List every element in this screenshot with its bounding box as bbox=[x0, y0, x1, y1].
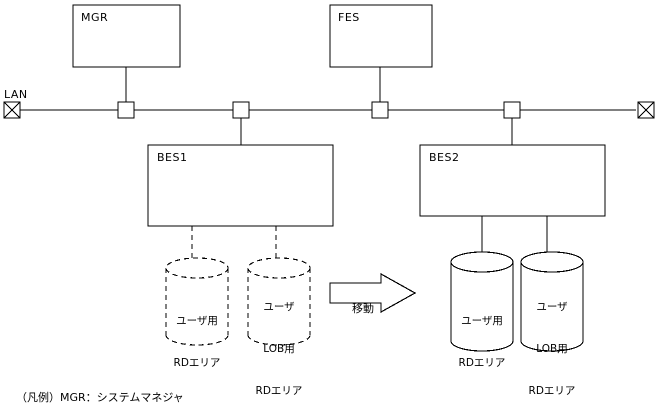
storage-line: ユーザ bbox=[536, 301, 568, 313]
lan-left-terminator-icon bbox=[3, 101, 21, 119]
legend-prefix: （凡例） bbox=[16, 391, 60, 404]
storage-line: RDエリア bbox=[173, 357, 221, 369]
migration-arrow-label: 移動 bbox=[352, 302, 374, 315]
storage-line: ユーザ用 bbox=[176, 315, 218, 327]
storage-line: RDエリア bbox=[458, 357, 506, 369]
node-label-fes: FES bbox=[338, 11, 360, 24]
storage-line: LOB用 bbox=[536, 343, 568, 355]
storage-label-src-user-lob-rd: ユーザ LOB用 RDエリア bbox=[244, 272, 314, 413]
migration-arrow-icon bbox=[329, 272, 417, 314]
storage-label-tgt-user-lob-rd: ユーザ LOB用 RDエリア bbox=[517, 272, 587, 413]
node-label-bes2: BES2 bbox=[429, 151, 460, 164]
storage-line: ユーザ bbox=[263, 301, 295, 313]
storage-cylinder-tgt-user-lob-rd bbox=[520, 251, 584, 352]
storage-label-src-user-rd: ユーザ用 RDエリア bbox=[162, 286, 232, 398]
node-label-mgr: MGR bbox=[81, 11, 109, 24]
storage-label-tgt-user-rd: ユーザ用 RDエリア bbox=[447, 286, 517, 398]
node-box-fes bbox=[329, 4, 433, 68]
node-box-bes2 bbox=[419, 144, 606, 217]
tap-mgr bbox=[117, 101, 135, 119]
tap-bes1 bbox=[232, 101, 250, 119]
storage-cylinder-src-user-lob-rd bbox=[247, 257, 311, 346]
node-label-bes1: BES1 bbox=[157, 151, 188, 164]
node-box-mgr bbox=[72, 4, 181, 68]
lan-right-terminator-icon bbox=[637, 101, 655, 119]
lan-label: LAN bbox=[4, 88, 28, 101]
storage-line: LOB用 bbox=[263, 343, 295, 355]
tap-bes2 bbox=[503, 101, 521, 119]
legend: （凡例）MGR：システムマネジャ FES：フロントエンドサーバ BES1，BES… bbox=[16, 355, 244, 413]
storage-cylinder-src-user-rd bbox=[165, 257, 229, 346]
storage-cylinder-tgt-user-rd bbox=[450, 251, 514, 352]
node-box-bes1 bbox=[147, 144, 334, 227]
legend-prefix-row: （凡例）MGR：システムマネジャ bbox=[16, 389, 244, 406]
storage-line: ユーザ用 bbox=[461, 315, 503, 327]
storage-line: RDエリア bbox=[255, 385, 303, 397]
tap-fes bbox=[371, 101, 389, 119]
legend-row-mgr: MGR：システムマネジャ bbox=[60, 391, 184, 404]
storage-line: RDエリア bbox=[528, 385, 576, 397]
